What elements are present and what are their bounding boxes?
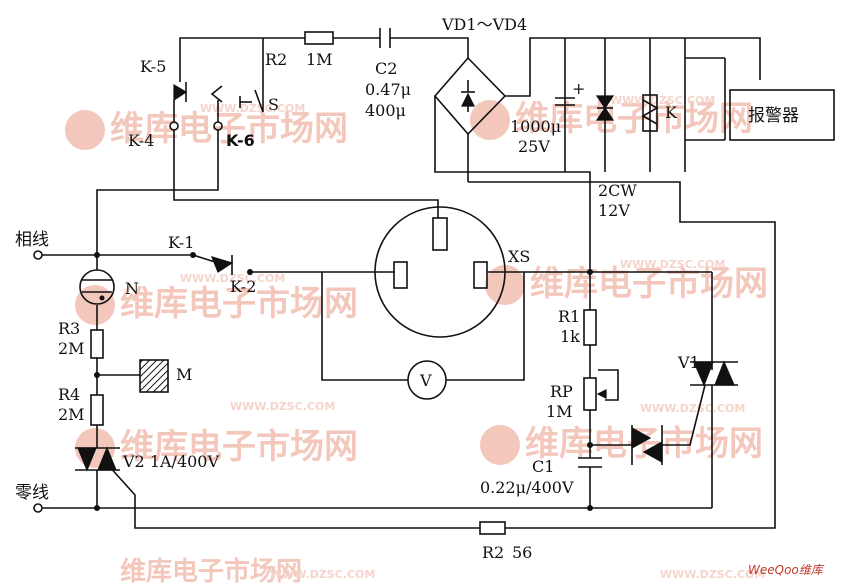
label-r3-value: 2M (58, 339, 85, 358)
relay-contact-k5-k4 (169, 82, 188, 131)
zener-2cw-icon (595, 95, 615, 121)
label-k4: K-4 (128, 131, 154, 150)
socket-xs-icon (374, 206, 506, 338)
label-phase: 相线 (15, 230, 49, 250)
watermark-brand-7: 维库电子市场网 (120, 556, 302, 584)
watermark-url-5: WWW.DZSC.COM (230, 400, 335, 413)
label-r2-top: R2 (265, 50, 287, 69)
label-c2: C2 (375, 59, 397, 78)
label-rp-value: 1M (546, 402, 573, 421)
label-cap-big-1: 1000μ (510, 117, 561, 136)
label-v2: V2 1A/400V (122, 452, 219, 471)
label-r2-top-value: 1M (306, 50, 333, 69)
label-cap-big-2: 25V (518, 137, 550, 156)
resistor-r4 (90, 394, 104, 426)
label-v1: V1 (677, 353, 700, 372)
electrode-m-icon (139, 359, 169, 393)
label-r3: R3 (58, 319, 80, 338)
label-r2-bottom: R2 (482, 543, 504, 562)
resistor-r1 (583, 309, 597, 346)
watermark-brand-1: 维库电子市场网 (110, 109, 348, 149)
neon-lamp-n-icon (79, 269, 115, 305)
label-r2-bottom-value: 56 (512, 543, 532, 562)
alarm-label: 报警器 (748, 106, 799, 126)
relay-contact-k1-k2 (190, 252, 253, 275)
label-n: N (125, 279, 139, 298)
triac-v1-icon (690, 360, 738, 387)
resistor-r2-top (304, 31, 334, 45)
label-m: M (176, 365, 192, 384)
label-r1: R1 (558, 307, 580, 326)
watermark-logo-icon (65, 110, 105, 150)
label-k5: K-5 (140, 57, 166, 76)
label-c1-value: 0.22μ/400V (480, 478, 574, 497)
watermark-url-8: WWW.DZSC.COM (660, 568, 765, 581)
label-relay-k: K (665, 103, 678, 122)
terminal-neutral (33, 503, 43, 513)
label-bridge: VD1～VD4 (441, 15, 527, 34)
watermark-brand-2: 维库电子市场网 (515, 99, 753, 139)
watermark-url-1: WWW.DZSC.COM (200, 102, 305, 115)
watermark-brand-3: 维库电子市场网 (120, 284, 358, 324)
triac-v2-icon (75, 446, 120, 472)
label-c2-value-1: 0.47μ (365, 80, 411, 99)
label-zener: 2CW (598, 181, 637, 200)
capacitor-c1 (578, 457, 602, 475)
label-zener-v: 12V (598, 201, 630, 220)
switch-s (239, 89, 264, 113)
relay-contact-k6 (210, 85, 223, 131)
label-xs: XS (508, 247, 530, 266)
watermark-url-3: WWW.DZSC.COM (180, 272, 285, 285)
diac-icon (631, 425, 663, 465)
watermark-url-7: WWW.DZSC.COM (270, 568, 375, 581)
alarm-box: 报警器 (729, 89, 835, 141)
label-k1: K-1 (168, 233, 194, 252)
voltmeter-label: V (419, 371, 432, 390)
relay-coil-k (641, 94, 659, 132)
junctions (94, 252, 593, 511)
watermark-logo-icon (75, 285, 115, 325)
capacitor-1000u: + (555, 79, 585, 106)
watermark-url-2: WWW.DZSC.COM (610, 94, 715, 107)
label-rp: RP (550, 382, 573, 401)
watermark-url-4: WWW.DZSC.COM (620, 258, 725, 271)
watermark-brand-6: 维库电子市场网 (525, 424, 763, 464)
capacitor-c2 (379, 28, 391, 48)
resistor-r2-bottom (479, 521, 506, 535)
label-r4: R4 (58, 385, 80, 404)
watermark-logo-icon (485, 265, 525, 305)
svg-text:+: + (572, 79, 585, 98)
wires (42, 37, 776, 529)
corner-brand: WeeQoo维库 (748, 563, 825, 577)
labels: K-5 K-4 K-6 S R2 1M C2 0.47μ 400μ VD1～VD… (15, 15, 700, 562)
label-c1: C1 (532, 457, 554, 476)
watermark-url-6: WWW.DZSC.COM (640, 402, 745, 415)
label-neutral: 零线 (15, 483, 49, 503)
watermark-logo-icon (470, 100, 510, 140)
label-k2: K-2 (230, 277, 256, 296)
bridge-rectifier (433, 56, 507, 136)
label-r4-value: 2M (58, 405, 85, 424)
watermark-logo-icon (480, 425, 520, 465)
resistor-r3 (90, 329, 104, 359)
label-c2-value-2: 400μ (365, 101, 406, 120)
watermark-layer: 维库电子市场网 WWW.DZSC.COM 维库电子市场网 WWW.DZSC.CO… (65, 94, 768, 584)
label-s: S (268, 95, 279, 114)
potentiometer-rp (583, 377, 607, 411)
watermark-brand-5: 维库电子市场网 (120, 427, 358, 467)
watermark-brand-4: 维库电子市场网 (530, 264, 768, 304)
terminal-phase (33, 250, 43, 260)
label-k6: K-6 (226, 131, 255, 150)
voltmeter-icon: V (407, 360, 447, 400)
label-r1-value: 1k (560, 327, 580, 346)
